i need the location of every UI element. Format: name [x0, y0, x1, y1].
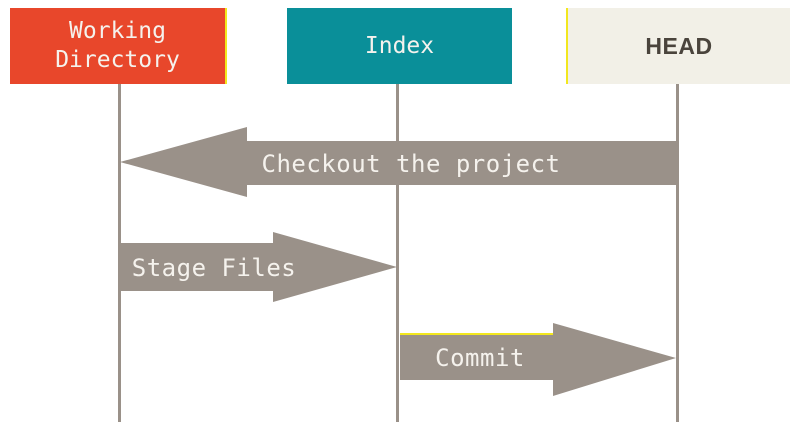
head-edge-highlight — [566, 8, 568, 84]
working-directory-edge-highlight — [225, 8, 227, 84]
checkout-arrow-label: Checkout the project — [261, 150, 561, 178]
commit-arrow-shape — [400, 323, 676, 396]
stage-files-arrow-shape — [120, 232, 397, 302]
index-label: Index — [364, 33, 435, 59]
head-label: HEAD — [645, 32, 713, 59]
checkout-arrow — [120, 127, 678, 197]
commit-arrow-label: Commit — [435, 344, 525, 372]
lane-header-index: Index — [287, 8, 512, 84]
stage-files-arrow-label: Stage Files — [131, 254, 297, 282]
lane-header-head: HEAD — [568, 8, 790, 84]
commit-arrow — [400, 323, 676, 396]
lifeline-index — [396, 84, 399, 422]
commit-arrow-top-highlight — [400, 333, 553, 335]
lifeline-head — [676, 84, 679, 422]
stage-files-arrow — [120, 232, 397, 302]
lane-header-working-directory: Working Directory — [10, 8, 225, 84]
checkout-arrow-shape — [120, 127, 678, 197]
lifeline-working-directory — [118, 84, 121, 422]
working-directory-label: Working Directory — [55, 18, 180, 73]
